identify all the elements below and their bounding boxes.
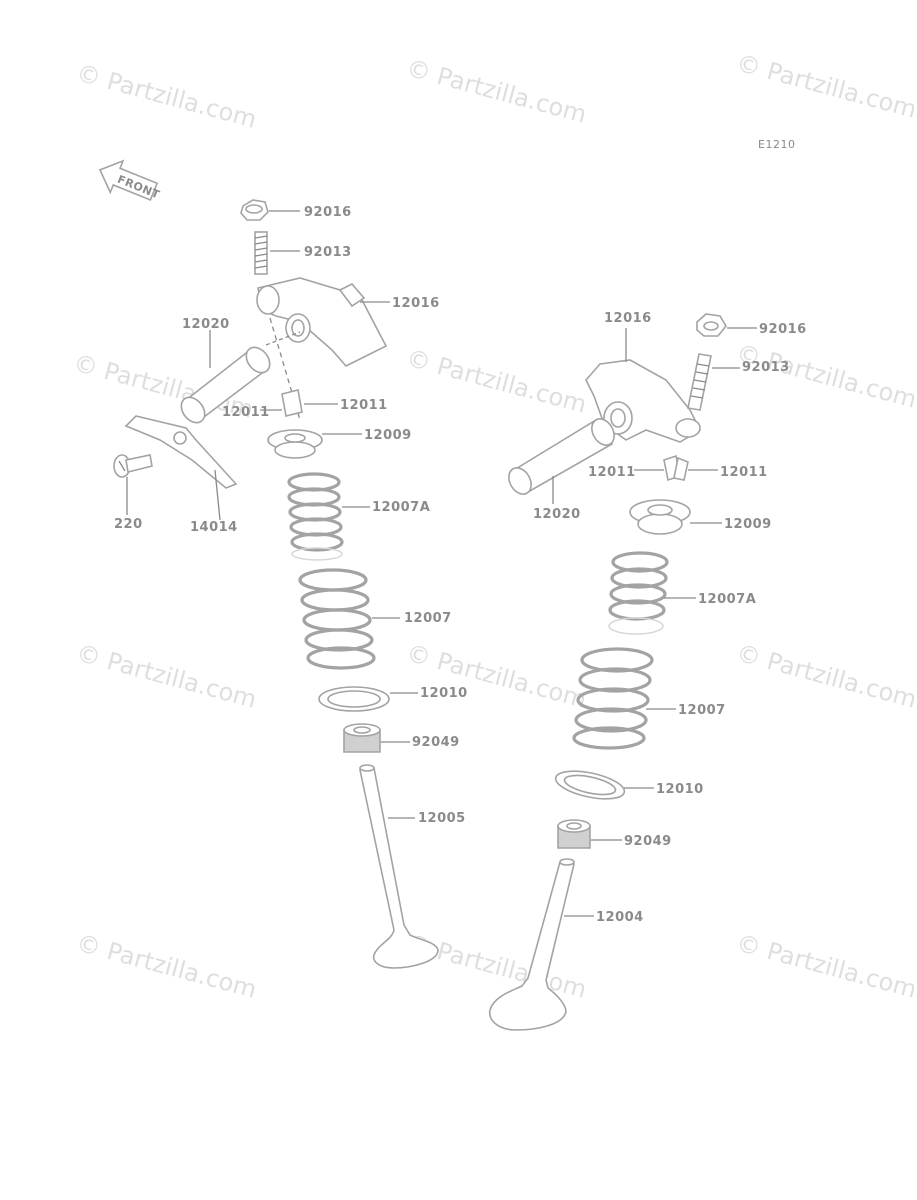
front-arrow-icon: FRONT (98, 159, 162, 201)
part-number-label: 92049 (624, 834, 672, 849)
right-rocker-shaft-12020 (508, 418, 615, 504)
part-labels: 92016 92013 12016 12020 12011 12011 1200… (114, 205, 807, 925)
right-valve-seal-92049 (557, 819, 622, 849)
part-number-label: 12007 (678, 703, 726, 718)
part-number-label: 12007A (372, 500, 430, 515)
right-valve-keeper-12011 (634, 454, 718, 482)
part-number-label: 92049 (412, 735, 460, 750)
part-number-label: 12011 (588, 465, 636, 480)
part-number-label: 12007 (404, 611, 452, 626)
part-number-label: 220 (114, 517, 143, 532)
left-inner-spring-12007A (287, 472, 370, 561)
watermark: © Partzilla.com (733, 49, 917, 124)
watermark: © Partzilla.com (73, 639, 259, 714)
left-valve-12005 (359, 764, 439, 969)
right-spring-retainer-12009 (629, 499, 722, 535)
left-rocker-shaft-12020 (180, 330, 301, 424)
left-nut-92016 (240, 199, 300, 221)
left-bracket-14014 (124, 415, 238, 521)
part-number-label: 12004 (596, 910, 644, 925)
watermark: © Partzilla.com (73, 929, 259, 1004)
part-number-label: 12009 (364, 428, 412, 443)
left-rocker-arm-12016 (256, 277, 390, 367)
part-number-label: 12011 (340, 398, 388, 413)
right-valve-12004 (489, 858, 594, 1031)
part-number-label: 12010 (420, 686, 468, 701)
part-number-label: 12007A (698, 592, 756, 607)
left-spring-seat-12010 (318, 686, 418, 712)
part-number-label: 12011 (222, 405, 270, 420)
part-number-label: 12011 (720, 465, 768, 480)
part-number-label: 12009 (724, 517, 772, 532)
diagram-code: E1210 (758, 138, 795, 151)
part-number-label: 92013 (304, 245, 352, 260)
part-number-label: 12010 (656, 782, 704, 797)
left-spring-retainer-12009 (267, 429, 362, 459)
left-valve-keeper-12011 (260, 389, 338, 417)
left-adjuster-screw-92013 (254, 231, 300, 275)
watermark: © Partzilla.com (403, 639, 589, 714)
watermark: © Partzilla.com (403, 54, 589, 129)
right-inner-spring-12007A (608, 551, 696, 635)
watermark: © Partzilla.com (733, 639, 917, 714)
part-number-label: 14014 (190, 520, 238, 535)
right-nut-92016 (696, 313, 757, 337)
watermark: © Partzilla.com (733, 339, 917, 414)
left-valve-seal-92049 (343, 723, 410, 753)
watermark: © Partzilla.com (403, 344, 589, 419)
left-screw-220 (113, 454, 153, 515)
left-outer-spring-12007 (298, 568, 400, 670)
watermark: © Partzilla.com (733, 929, 917, 1004)
part-number-label: 12020 (182, 317, 230, 332)
part-number-label: 92016 (304, 205, 352, 220)
right-adjuster-screw-92013 (687, 353, 740, 411)
right-outer-spring-12007 (572, 647, 676, 750)
part-number-label: 92013 (742, 360, 790, 375)
part-number-label: 12005 (418, 811, 466, 826)
part-number-label: 12020 (533, 507, 581, 522)
right-spring-seat-12010 (554, 770, 654, 800)
part-number-label: 12016 (392, 296, 440, 311)
watermark: © Partzilla.com (73, 59, 259, 134)
part-number-label: 92016 (759, 322, 807, 337)
watermark: © Partzilla.com (403, 929, 589, 1004)
part-number-label: 12016 (604, 311, 652, 326)
